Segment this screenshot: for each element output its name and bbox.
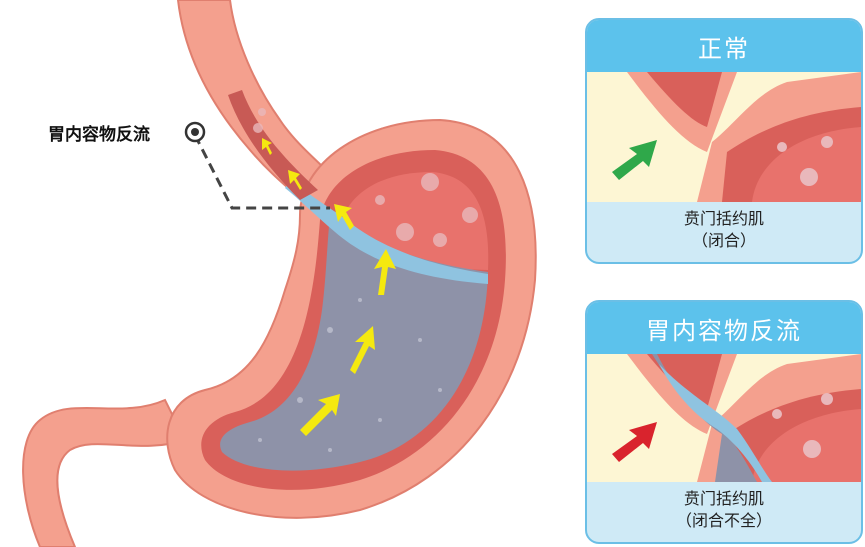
red-arrow-icon [612, 422, 657, 462]
arrow-icon [350, 326, 375, 374]
esophagus-lumen [228, 90, 318, 200]
bubbles [253, 108, 478, 247]
arrow-icon [334, 204, 354, 230]
caption-line2: （闭合） [691, 231, 756, 250]
panel-title: 胃内容物反流 [587, 302, 861, 354]
panel-reflux: 胃内容物反流 贲门括约肌 （闭合不全） [585, 300, 863, 544]
panel-title: 正常 [587, 20, 861, 72]
reflux-liquid [285, 180, 488, 284]
reflux-flow-arrows [262, 138, 396, 436]
callout-line [193, 134, 330, 210]
arrow-icon [288, 170, 302, 190]
panel-normal: 正常 贲门括约肌 （闭合） [585, 18, 863, 264]
arrow-icon [374, 249, 396, 295]
green-arrow-icon [612, 140, 657, 180]
stomach-illustration [22, 0, 537, 547]
caption-line1: 贲门括约肌 [683, 489, 764, 508]
closed-sphincter-illustration [587, 72, 861, 202]
duodenum [22, 398, 187, 547]
caption-line2: （闭合不全） [675, 511, 772, 530]
arrow-icon [262, 138, 272, 155]
callout-label: 胃内容物反流 [48, 125, 150, 145]
particles [258, 298, 442, 452]
gastric-contents [220, 215, 489, 471]
caption-line1: 贲门括约肌 [683, 209, 764, 228]
open-sphincter-illustration [587, 354, 861, 482]
arrow-icon [300, 394, 340, 436]
